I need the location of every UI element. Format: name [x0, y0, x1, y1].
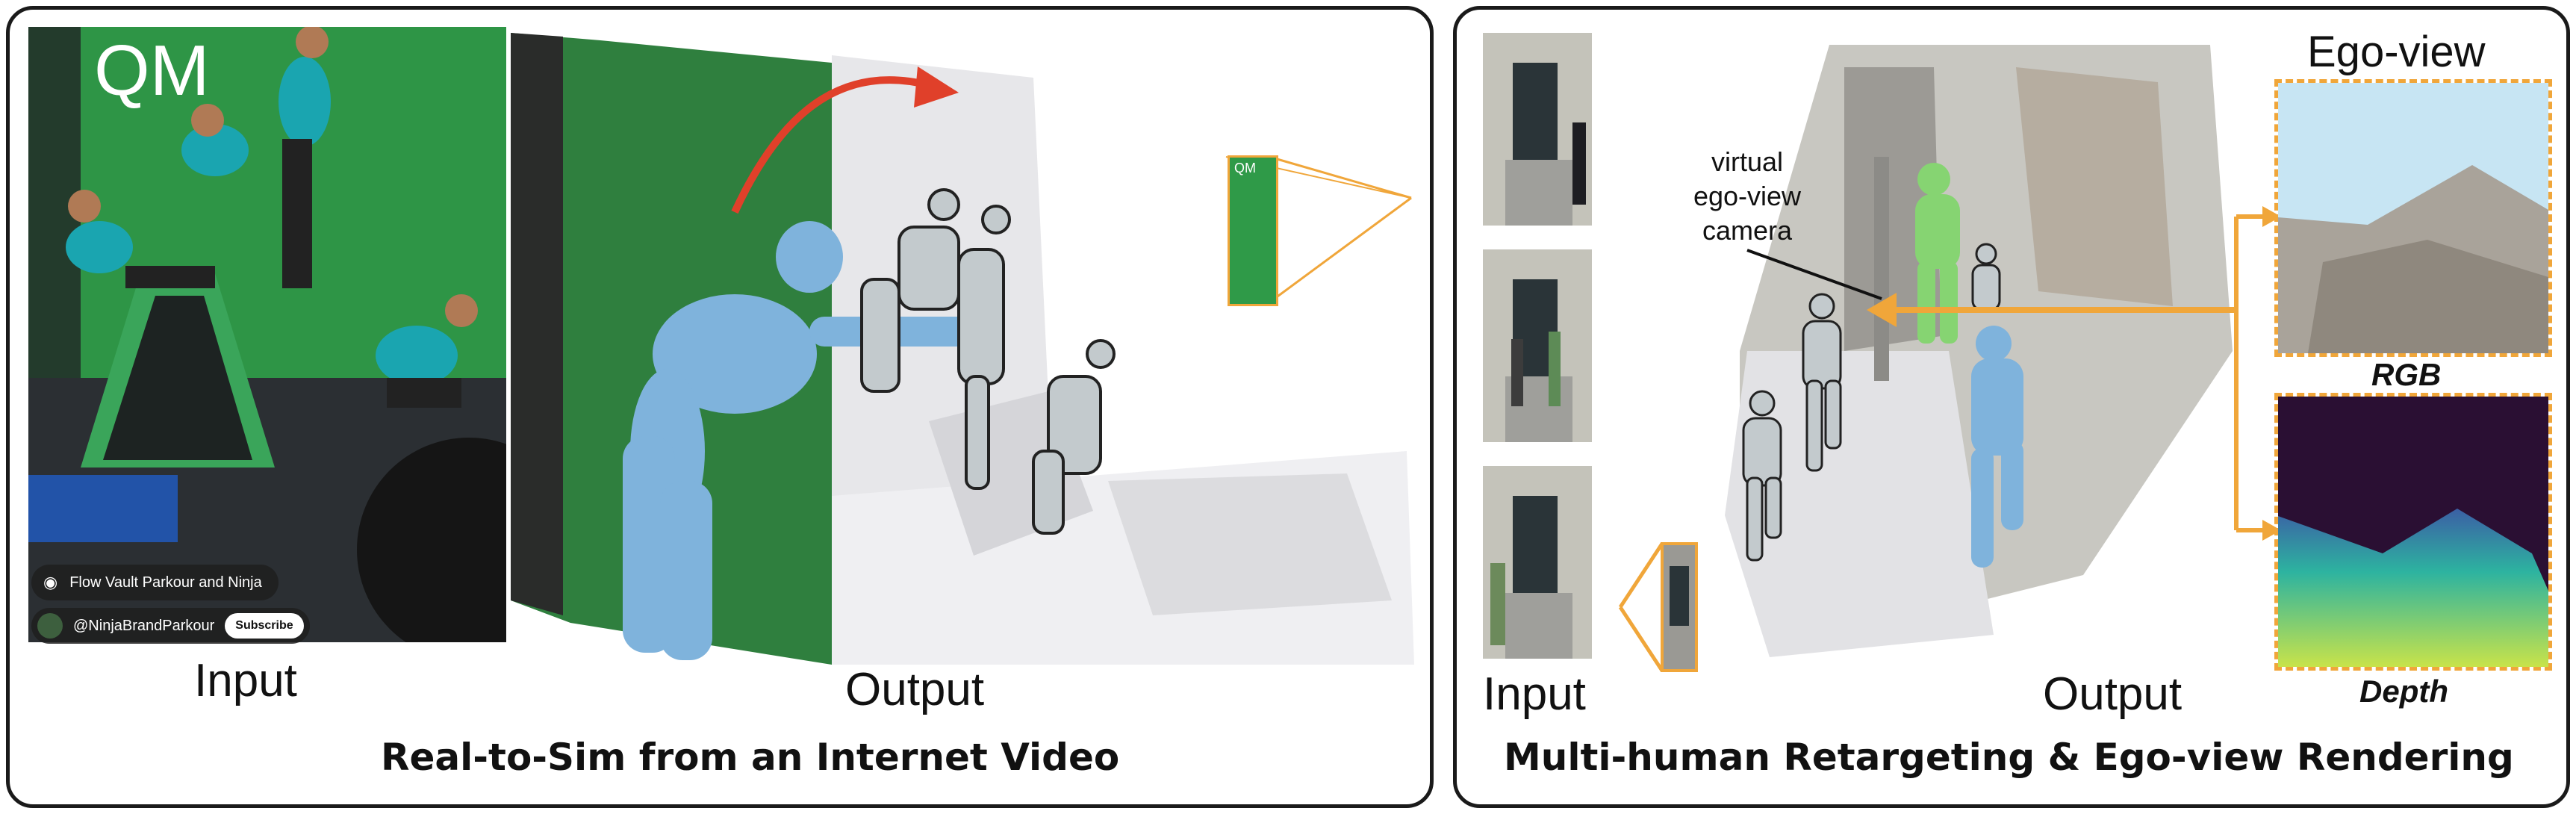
smpl-human-figure	[623, 221, 974, 660]
humanoid-robots	[860, 188, 1116, 535]
multi-human-output	[1620, 37, 2277, 657]
left-caption: Real-to-Sim from an Internet Video	[381, 736, 1120, 779]
stairs-scene-3	[1483, 466, 1592, 659]
video-watermark: QM	[94, 31, 210, 111]
channel-bar: @NinjaBrandParkour Subscribe	[31, 608, 310, 644]
ego-depth-image	[2278, 397, 2548, 667]
depth-label: Depth	[2359, 674, 2448, 709]
rgb-label: RGB	[2371, 357, 2442, 392]
ego-rgb-image	[2278, 83, 2548, 353]
stairs-scene-2	[1483, 249, 1592, 442]
annotation-line-1: virtual	[1711, 146, 1784, 177]
retargeted-robots	[1742, 243, 2001, 562]
ego-depth-frame	[2274, 393, 2552, 671]
ego-view-title: Ego-view	[2307, 28, 2486, 76]
right-caption: Multi-human Retargeting & Ego-view Rende…	[1504, 736, 2514, 779]
location-pin-icon: ◉	[43, 573, 58, 591]
green-human-figure	[1915, 163, 1960, 344]
left-input-label: Input	[194, 655, 297, 706]
ego-arrows	[1867, 206, 2281, 541]
channel-avatar-icon	[37, 613, 63, 639]
annotation-pointer	[1746, 249, 1882, 300]
right-output-label: Output	[2043, 668, 2183, 720]
input-frame-1	[1483, 33, 1592, 226]
camera-thumbnail: QM	[1228, 155, 1278, 306]
input-video-frame	[28, 27, 506, 642]
output-reconstruction	[511, 33, 1414, 665]
scene-reconstruction-illustration	[511, 33, 1414, 665]
parkour-scene-illustration	[28, 27, 506, 642]
annotation-line-2: ego-view	[1693, 181, 1802, 211]
right-input-label: Input	[1483, 668, 1586, 720]
annotation-line-3: camera	[1702, 215, 1793, 246]
stairs-scene-1	[1483, 33, 1592, 226]
input-frame-3	[1483, 466, 1592, 659]
right-camera-frustum	[1618, 542, 1698, 672]
left-output-label: Output	[845, 664, 985, 715]
ego-rgb-frame	[2274, 79, 2552, 357]
blue-human-figure	[1971, 326, 2023, 568]
multi-human-scene-illustration	[1725, 45, 2233, 657]
location-tag[interactable]: ◉ Flow Vault Parkour and Ninja	[31, 565, 279, 600]
subscribe-button[interactable]: Subscribe	[225, 613, 304, 639]
input-frame-2	[1483, 249, 1592, 442]
thumb-watermark: QM	[1234, 161, 1256, 175]
location-tag-text: Flow Vault Parkour and Ninja	[69, 574, 262, 591]
channel-handle: @NinjaBrandParkour	[73, 617, 215, 634]
